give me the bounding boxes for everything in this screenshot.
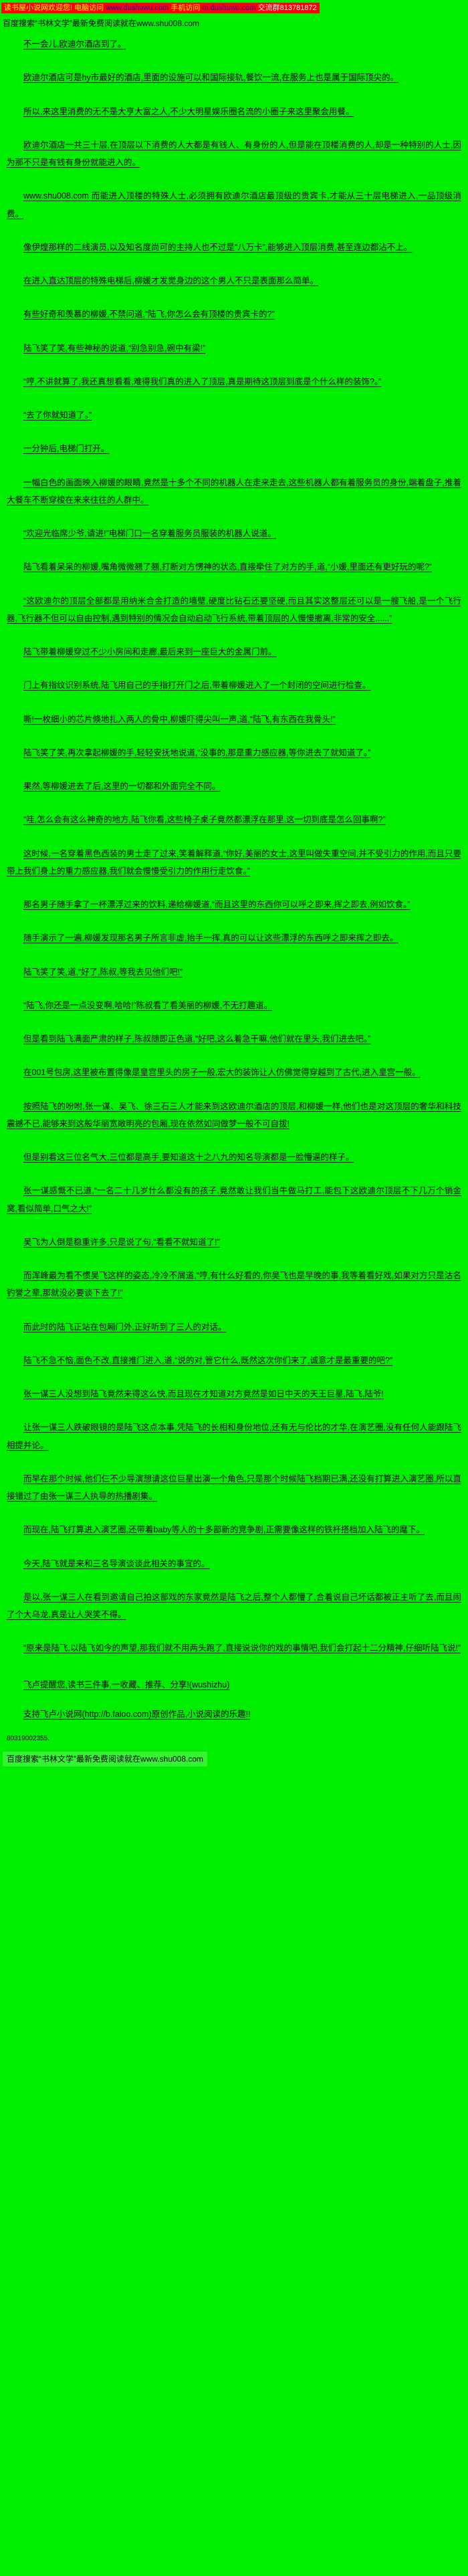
novel-paragraph: “原来是陆飞,以陆飞如今的声望,那我们就不用两头跑了,直接说说你的戏的事情吧,我… (23, 1643, 461, 1653)
novel-paragraph: 陆飞带着柳媛穿过不少小房间和走廊,最后来到一座巨大的金属门前。 (23, 647, 277, 657)
novel-paragraph: “欢迎光临席少爷,请进!”电梯门口一名穿着服务员服装的机器人说道。 (23, 529, 276, 538)
novel-paragraph: 张一谋感慨不已道,“一名二十几岁什么都没有的孩子,竟然敢让我们当牛做马打工,能包… (7, 1186, 461, 1213)
site-welcome-text: 读书屋小说网欢迎您! (4, 4, 73, 12)
novel-paragraph: 而早在那个时候,他们仨不少导演想请这位巨星出演一个角色,只是那个时候陆飞档期已满… (7, 1474, 461, 1501)
baidu-search-promo-bottom: 百度搜索“书林文学”最新免费阅读就在www.shu008.com (3, 1752, 208, 1766)
novel-paragraph: 一幅白色的画面映入柳媛的眼睛,竟然是十多个不同的机器人在走来走去,这些机器人都有… (7, 477, 461, 505)
novel-paragraph: 而此时的陆飞正站在包厢门外,正好听到了三人的对话。 (23, 1322, 227, 1332)
novel-paragraph: 果然,等柳媛进去了后,这里的一切都和外面完全不同。 (23, 782, 221, 791)
novel-paragraph: 随手演示了一遍,柳媛发现那名男子所言非虚,抬手一挥,真的可以让这些漂浮的东西呼之… (23, 933, 398, 943)
novel-paragraph: 今天,陆飞就是来和三名导演谈谈此相关的事宜的。 (23, 1558, 210, 1568)
novel-paragraph: 门上有指纹识别系统,陆飞用自己的手指打开门之后,带着柳媛进入了一个封闭的空间进行… (23, 681, 371, 691)
novel-paragraph: “这欧迪尔的顶层全部都是用纳米合金打造的墙壁,硬度比钻石还要坚硬,而且其实这整层… (7, 596, 461, 623)
site-notice: 读书屋小说网欢迎您! 电脑访问 www.dushuwu.com 手机访问 m.d… (1, 3, 320, 13)
novel-paragraph: www.shu008.com 而能进入顶楼的特殊人士,必须拥有欧迪尔酒店最顶级的… (7, 191, 461, 219)
top-notice-bar: 读书屋小说网欢迎您! 电脑访问 www.dushuwu.com 手机访问 m.d… (0, 0, 468, 13)
novel-paragraph: 陆飞看着呆呆的柳媛,嘴角微微翘了翘,打断对方愣神的状态,直接牵住了对方的手,道,… (23, 562, 433, 572)
novel-paragraph: 但是别看这三位名气大,三位都是高手,要知道这十之八九的知名导演都是一脸懵逼的样子… (23, 1153, 354, 1162)
novel-paragraph: 按照陆飞的吩咐,张一谋、吴飞、徐三石三人才能来到这欧迪尔酒店的顶层,和柳媛一样,… (7, 1101, 461, 1129)
novel-paragraph: 欧迪尔酒店一共三十层,在顶层以下消费的人大都是有钱人、有身份的人,但是能在顶楼消… (7, 140, 461, 167)
novel-paragraph: “陆飞,你还是一点没变啊,哈哈!”陈叔看了看美丽的柳媛,不无打趣道。 (23, 1000, 273, 1010)
novel-paragraph: “哼,不讲就算了,我还真想看看,难得我们真的进入了顶层,真是期待这顶层到底是个什… (23, 376, 382, 386)
novel-paragraph: 让张一谋三人跌破眼镜的是陆飞这点本事,凭陆飞的长相和身份地位,还有无与伦比的才华… (7, 1423, 461, 1450)
mobile-access-label: 手机访问 (170, 4, 201, 12)
novel-paragraph: 一分钟后,电梯门打开。 (23, 444, 110, 454)
mobile-site-link[interactable]: m.dushuwu.com (202, 4, 256, 12)
baidu-search-promo-top: 百度搜索“书林文学”最新免费阅读就在www.shu008.com (3, 19, 200, 28)
novel-paragraph: 陆飞笑了笑,再次拿起柳媛的手,轻轻安抚地说道,“没事的,那是重力感应器,等你进去… (23, 747, 371, 757)
novel-paragraph: 在进入直达顶层的特殊电梯后,柳媛才发觉身边的这个男人不只是表面那么简单。 (23, 276, 318, 285)
novel-paragraph: 但是看到陆飞满面严肃的样子,陈叔随即正色道,“好吧,这么着急干嘛,他们就在里头,… (23, 1034, 371, 1044)
faloo-support-line[interactable]: 支持飞卢小说网(http://b.faloo.com)原创作品,小说阅读的乐趣!… (23, 1709, 251, 1719)
novel-paragraph: 陆飞笑了笑,有些神秘的说道,“别急别急,碗中有梁!” (23, 343, 206, 353)
bottom-promo-bar: 百度搜索“书林文学”最新免费阅读就在www.shu008.com (3, 1752, 461, 1766)
page-footer: 飞卢提醒您,读书三件事,一收藏、推荐、分享!(wushizhu) 支持飞卢小说网… (0, 1673, 468, 1779)
novel-paragraph: 嘶!一枚细小的芯片倏地扎入两人的骨中,柳媛吓得尖叫一声,道,“陆飞,有东西在我骨… (23, 714, 336, 724)
novel-paragraph: 在001号包房,这里被布置得像是皇宫里头的房子一般,宏大的装饰让人仿佛觉得穿越到… (23, 1068, 421, 1078)
novel-paragraph: 像伊煌那样的二线演员,以及知名度尚可的主持人也不过是“八万卡”,能够进入顶层消费… (23, 242, 413, 252)
pc-access-label: 电脑访问 (74, 4, 104, 12)
novel-paragraph: 而现在,陆飞打算进入演艺圈,还带着baby等人的十多部新的竞争剧,正需要像这样的… (23, 1525, 425, 1535)
qq-group-label: 交流群813781872 (257, 4, 317, 12)
novel-paragraph: 是以,张一谋三人在看到邀请自己拍这部戏的东家竟然是陆飞之后,整个人都懵了,合着说… (7, 1592, 461, 1619)
novel-paragraph: 欧迪尔酒店可是hy市最好的酒店,里面的设施可以和国际接轨,餐饮一流,在服务上也是… (23, 73, 399, 83)
novel-paragraph: 那名男子随手拿了一杯漂浮过来的饮料,递给柳媛道,“而且这里的东西你可以呼之即来,… (23, 900, 411, 909)
novel-paragraph: 而浑峰最为看不惯吴飞这样的姿态,冷冷不屑道,“哼,有什么好看的,你吴飞也是早晚的… (7, 1271, 461, 1298)
novel-paragraph: 陆飞不急不恼,面色不改,直接推门进入,道,“说的对,管它什么,既然这次你们来了,… (23, 1355, 393, 1365)
novel-paragraph: “去了你就知道了。” (23, 411, 92, 420)
novel-paragraph: 吴飞为人倒是稳重许多,只是说了句,“看看不就知道了!” (23, 1237, 220, 1247)
novel-paragraph: 有些好奇和羡慕的柳媛,不禁问道,“陆飞,你怎么会有顶楼的贵宾卡的?” (23, 310, 275, 320)
novel-paragraph: 张一谋三人没想到陆飞竟然来得这么快,而且现在才知道对方竟然是如日中天的天王巨星,… (23, 1389, 384, 1399)
chapter-content: 不一会儿,欧迪尔酒店到了。欧迪尔酒店可是hy市最好的酒店,里面的设施可以和国际接… (0, 31, 468, 1657)
faloo-reminder-line: 飞卢提醒您,读书三件事,一收藏、推荐、分享!(wushizhu) (23, 1679, 230, 1689)
chapter-code: 80319002355. (7, 1735, 49, 1742)
novel-paragraph: “哇,怎么会有这么神奇的地方,陆飞你看,这些椅子桌子竟然都漂浮在那里,这一切到底… (23, 815, 386, 825)
novel-paragraph: 这时候,一名穿着黑色西装的男士走了过来,笑着解释道,“你好,美丽的女士,这里叫做… (7, 848, 461, 876)
novel-paragraph: 陆飞笑了笑,道,“好了,陈叔,等我去见他们吧!” (23, 967, 183, 977)
novel-paragraph: 不一会儿,欧迪尔酒店到了。 (23, 39, 126, 49)
novel-paragraph: 所以,来这里消费的无不是大亨大富之人,不少大明星娱乐圈名流的小圈子来这里聚会用餐… (23, 106, 354, 116)
pc-site-link[interactable]: www.dushuwu.com (106, 4, 169, 12)
